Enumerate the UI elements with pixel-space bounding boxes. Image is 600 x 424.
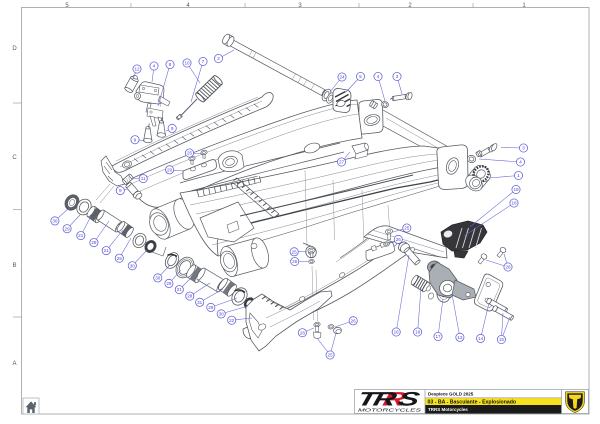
- svg-text:14: 14: [478, 336, 484, 341]
- svg-text:9: 9: [134, 137, 137, 143]
- svg-text:10: 10: [184, 61, 190, 66]
- svg-text:26: 26: [351, 318, 357, 323]
- svg-text:25: 25: [404, 226, 410, 231]
- svg-text:28: 28: [187, 294, 193, 299]
- svg-text:31: 31: [197, 300, 203, 305]
- svg-text:22: 22: [229, 318, 235, 323]
- svg-text:4: 4: [519, 160, 522, 166]
- svg-text:25: 25: [292, 249, 298, 254]
- svg-text:30: 30: [130, 263, 136, 268]
- svg-text:27: 27: [339, 160, 345, 165]
- svg-text:15: 15: [499, 337, 505, 342]
- svg-text:5: 5: [65, 3, 69, 9]
- svg-text:17: 17: [435, 334, 441, 339]
- svg-text:Despiece GOLD 2025: Despiece GOLD 2025: [428, 391, 474, 396]
- svg-text:4: 4: [377, 74, 380, 80]
- svg-text:5: 5: [359, 74, 362, 80]
- svg-text:2: 2: [217, 56, 220, 62]
- svg-text:11: 11: [141, 176, 146, 181]
- svg-text:12: 12: [134, 67, 140, 72]
- svg-text:TRRS Motorcycles: TRRS Motorcycles: [428, 407, 468, 412]
- svg-text:21: 21: [177, 287, 183, 292]
- svg-text:03 - BA - Basculante - Explosi: 03 - BA - Basculante - Explosionado: [428, 399, 517, 405]
- svg-text:9: 9: [171, 126, 174, 132]
- svg-text:D: D: [12, 46, 17, 52]
- svg-text:21: 21: [78, 233, 84, 238]
- svg-text:1: 1: [522, 3, 526, 9]
- svg-text:S: S: [396, 388, 423, 410]
- svg-text:4: 4: [153, 64, 156, 70]
- svg-text:25: 25: [187, 151, 193, 156]
- svg-text:20: 20: [167, 167, 173, 172]
- svg-text:25: 25: [328, 353, 334, 358]
- svg-text:A: A: [12, 361, 16, 367]
- svg-text:2: 2: [408, 3, 412, 9]
- svg-text:28: 28: [91, 240, 97, 245]
- svg-text:C: C: [12, 155, 17, 161]
- svg-text:9: 9: [119, 188, 122, 194]
- svg-text:24: 24: [339, 75, 345, 80]
- svg-text:13: 13: [457, 335, 463, 340]
- svg-text:16: 16: [394, 330, 400, 335]
- svg-text:29: 29: [117, 256, 123, 261]
- svg-text:30: 30: [219, 312, 225, 317]
- svg-text:30: 30: [155, 276, 161, 281]
- svg-text:MOTORCYCLES: MOTORCYCLES: [358, 408, 423, 413]
- svg-text:30: 30: [52, 219, 58, 224]
- svg-text:R: R: [371, 388, 399, 410]
- svg-text:18: 18: [511, 201, 517, 206]
- svg-text:29: 29: [65, 226, 71, 231]
- svg-text:26: 26: [292, 259, 298, 264]
- svg-text:B: B: [12, 263, 16, 269]
- svg-text:28: 28: [300, 330, 306, 335]
- svg-text:19: 19: [513, 187, 519, 192]
- svg-text:7: 7: [202, 59, 205, 65]
- svg-text:21: 21: [104, 248, 110, 253]
- svg-text:8: 8: [169, 62, 172, 68]
- svg-text:18: 18: [415, 330, 421, 335]
- svg-text:26: 26: [505, 265, 511, 270]
- svg-text:3: 3: [298, 3, 302, 9]
- svg-text:26: 26: [396, 237, 402, 242]
- svg-text:29: 29: [166, 281, 172, 286]
- svg-text:29: 29: [208, 305, 214, 310]
- svg-text:1: 1: [517, 173, 520, 179]
- svg-text:T: T: [355, 388, 382, 410]
- svg-text:R: R: [381, 388, 409, 410]
- svg-text:4: 4: [186, 3, 190, 9]
- svg-text:3: 3: [396, 74, 399, 80]
- svg-text:3: 3: [522, 146, 525, 152]
